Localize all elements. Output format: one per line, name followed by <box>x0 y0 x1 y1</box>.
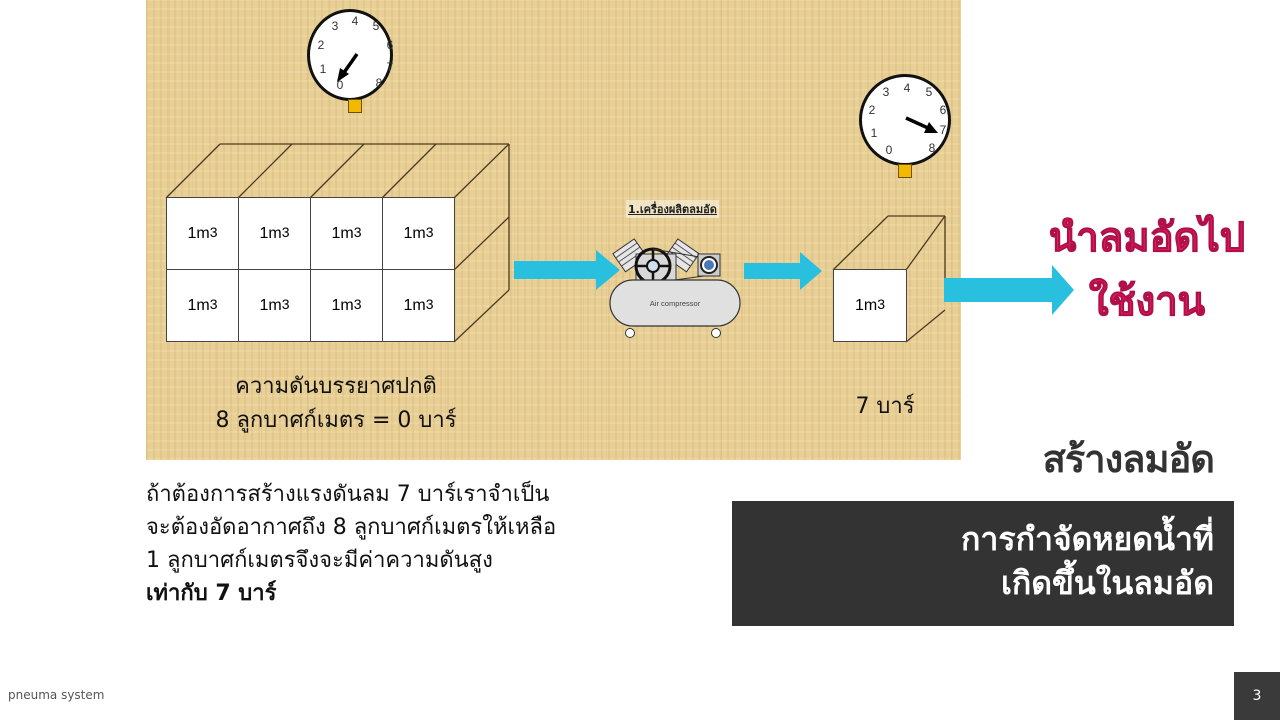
gauge-stem-left <box>348 99 362 113</box>
cell-exponent: 3 <box>353 223 362 240</box>
explanation-text: ถ้าต้องการสร้างแรงดันลม 7 บาร์เราจำเป็น … <box>146 478 556 610</box>
pressure-gauge-left: 0 1 2 3 4 5 6 7 8 <box>307 9 393 101</box>
gauge-tick: 0 <box>885 143 893 157</box>
arrow-right-icon <box>514 250 620 290</box>
slide-title-box: การกำจัดหยดน้ำที่ เกิดขึ้นในลมอัด <box>732 501 1234 626</box>
gauge-tick: 1 <box>870 126 878 140</box>
compressor-label: Air compressor <box>650 299 701 308</box>
output-text-line: ใช้งาน <box>1088 279 1205 326</box>
gauge-tick: 3 <box>882 85 890 99</box>
arrow-right-icon <box>944 265 1074 315</box>
gauge-tick: 4 <box>903 81 911 95</box>
footer-brand: pneuma system <box>8 688 105 702</box>
caption-line: 8 ลูกบาศก์เมตร = 0 บาร์ <box>215 408 457 433</box>
gauge-tick: 5 <box>372 19 380 33</box>
gauge-tick: 6 <box>386 38 394 52</box>
output-text-line: นำลมอัดไป <box>1048 215 1246 262</box>
cell-label: 1m <box>331 224 354 242</box>
pressure-gauge-right: 0 1 2 3 4 5 6 7 8 <box>859 74 951 166</box>
gauge-tick: 0 <box>336 78 344 92</box>
page-number: 3 <box>1234 672 1280 720</box>
gauge-tick: 6 <box>939 103 947 117</box>
explanation-emphasis: เท่ากับ 7 บาร์ <box>146 581 277 606</box>
cell-exponent: 3 <box>425 295 434 312</box>
page-number-label: 3 <box>1252 688 1262 704</box>
gauge-tick: 3 <box>331 19 339 33</box>
atmospheric-caption: ความดันบรรยาศปกติ 8 ลูกบาศก์เมตร = 0 บาร… <box>146 370 526 438</box>
explanation-line: ถ้าต้องการสร้างแรงดันลม 7 บาร์เราจำเป็น <box>146 482 550 507</box>
cell-label: 1m <box>331 296 354 314</box>
gauge-tick: 5 <box>925 85 933 99</box>
gauge-tick: 4 <box>351 14 359 28</box>
gauge-tick: 2 <box>317 38 325 52</box>
caption-line: ความดันบรรยาศปกติ <box>235 374 437 399</box>
explanation-line: จะต้องอัดอากาศถึง 8 ลูกบาศก์เมตรให้เหลือ <box>146 515 557 540</box>
compressor-title: 1.เครื่องผลิตลมอัด <box>626 200 719 218</box>
gauge-needle-icon <box>905 116 938 133</box>
slide-title-line: เกิดขึ้นในลมอัด <box>1000 564 1214 602</box>
explanation-line: 1 ลูกบาศก์เมตรจึงจะมีค่าความดันสูง <box>146 548 493 573</box>
arrow-right-icon <box>744 252 822 290</box>
cell-exponent: 3 <box>209 295 218 312</box>
cell-exponent: 3 <box>353 295 362 312</box>
cell-exponent: 3 <box>281 295 290 312</box>
cell-label: 1m <box>187 296 210 314</box>
gauge-tick: 7 <box>939 123 947 137</box>
cell-label: 1m <box>259 224 282 242</box>
diagram-panel <box>146 0 961 460</box>
cell-exponent: 3 <box>281 223 290 240</box>
cell-exponent: 3 <box>877 295 886 312</box>
gauge-tick: 1 <box>319 62 327 76</box>
gauge-tick: 8 <box>928 141 936 155</box>
cell-label: 1m <box>187 224 210 242</box>
section-subtitle: สร้างลมอัด <box>1042 437 1215 481</box>
gauge-tick: 8 <box>375 76 383 90</box>
gauge-stem-right <box>898 164 912 178</box>
output-usage-text: นำลมอัดไป ใช้งาน <box>1040 206 1254 334</box>
air-volume-block-outline <box>165 143 510 343</box>
air-compressor-icon: Air compressor <box>609 238 741 338</box>
gauge-tick: 2 <box>868 103 876 117</box>
cell-label: 1m <box>403 296 426 314</box>
cell-exponent: 3 <box>209 223 218 240</box>
gauge-needle-icon <box>337 52 359 82</box>
cell-label: 1m <box>854 296 878 314</box>
slide-title-line: การกำจัดหยดน้ำที่ <box>961 520 1214 558</box>
pressure-caption: 7 บาร์ <box>855 394 915 419</box>
cell-exponent: 3 <box>425 223 434 240</box>
cell-label: 1m <box>403 224 426 242</box>
cell-label: 1m <box>259 296 282 314</box>
gauge-tick: 7 <box>386 60 394 74</box>
